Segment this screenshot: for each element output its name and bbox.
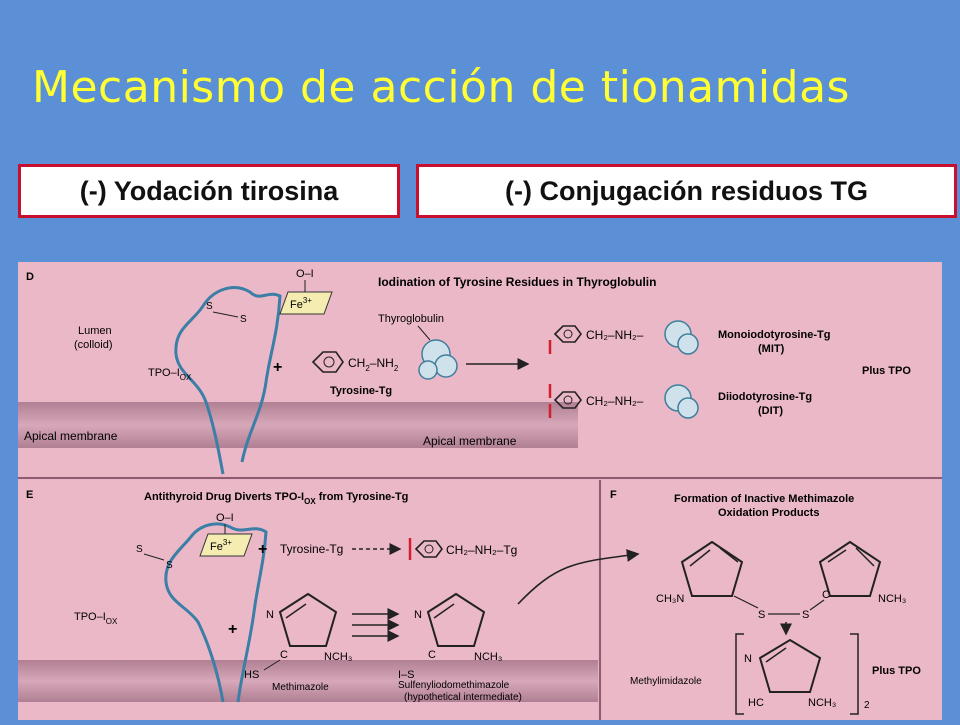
thyroglobulin-label: Thyroglobulin — [378, 313, 444, 325]
disulfide-s2-e: S — [166, 560, 173, 571]
colloid-label: (colloid) — [74, 339, 113, 351]
panel-f-letter: F — [610, 489, 617, 501]
dimer-nch3: NCH₃ — [878, 593, 906, 605]
panel-d-letter: D — [26, 271, 34, 283]
sulfenyl-n: N — [414, 609, 422, 621]
dimer-ch3n: CH₃N — [656, 593, 684, 605]
disulfide-s2-d: S — [240, 314, 247, 325]
mit-ring — [553, 325, 582, 343]
tpo-label-d: TPO–IOX — [148, 367, 192, 382]
oi-label-e: O–I — [216, 512, 234, 524]
tyrosine-ring-e — [414, 540, 443, 558]
mit-formula: CH₂–NH₂– — [586, 328, 644, 342]
dimer-ring-left — [680, 540, 744, 597]
tyrosine-formula-d: CH2–NH2 — [348, 356, 399, 373]
panel-d-heading: Iodination of Tyrosine Residues in Thyro… — [378, 275, 656, 289]
apical-membrane-e — [18, 660, 598, 702]
apical-membrane-label-center: Apical membrane — [423, 434, 517, 448]
tyrosine-formula-e: CH₂–NH₂–Tg — [446, 543, 517, 557]
dimer-ring-right — [818, 540, 882, 597]
tyrosine-tg-label-e: Tyrosine-Tg — [280, 542, 343, 556]
sulfenyl-name: Sulfenyliodomethimazole — [398, 680, 510, 691]
dimer-s-left: S — [758, 609, 765, 621]
curved-arrow-to-f — [517, 549, 640, 605]
inhibit-iodination-label: (-) Yodación tirosina — [79, 175, 339, 206]
methimazole-label: Methimazole — [272, 682, 329, 693]
oi-label-d: O–I — [296, 268, 314, 280]
sulfenyl-ring — [426, 592, 486, 647]
panel-f-heading-2: Oxidation Products — [718, 507, 819, 519]
mit-name: Monoiodotyrosine-Tg — [718, 329, 830, 341]
dit-formula: CH₂–NH₂– — [586, 394, 644, 408]
panel-e-heading: Antithyroid Drug Diverts TPO-IOX from Ty… — [144, 491, 408, 506]
tyrosine-tg-label-d: Tyrosine-Tg — [330, 385, 392, 397]
inhibit-coupling-label: (-) Conjugación residuos TG — [505, 175, 868, 206]
disulfide-s1-e: S — [136, 544, 143, 555]
sulfenyl-c: C — [428, 649, 436, 661]
fe-label-d: Fe3+ — [290, 296, 312, 311]
methylimidazole-n: N — [744, 653, 752, 665]
apical-membrane-label-left: Apical membrane — [24, 429, 118, 443]
sulfenyl-note: (hypothetical intermediate) — [404, 692, 522, 703]
plus-e-2: + — [228, 621, 237, 638]
slide-title: Mecanismo de acción de tionamidas — [32, 62, 850, 113]
mit-abbr: (MIT) — [758, 343, 785, 355]
mechanism-diagram: D Iodination of Tyrosine Residues in Thy… — [18, 262, 942, 720]
methylimidazole-label: Methylimidazole — [630, 676, 702, 687]
dimer-subscript-2: 2 — [864, 700, 870, 711]
mechanism-figure: D Iodination of Tyrosine Residues in Thy… — [18, 262, 942, 720]
plus-e-1: + — [258, 541, 267, 558]
dit-name: Diiodotyrosine-Tg — [718, 391, 812, 403]
methimazole-n: N — [266, 609, 274, 621]
methylimidazole-ring — [758, 638, 822, 693]
bracket-left — [735, 633, 744, 715]
tpo-label-e: TPO–IOX — [74, 611, 118, 626]
dit-blob — [664, 384, 699, 419]
fe-box-d — [279, 291, 333, 315]
methimazole-nch3: NCH₃ — [324, 651, 352, 663]
methimazole-c: C — [280, 649, 288, 661]
dit-ring — [553, 391, 582, 409]
plus-tpo-d: Plus TPO — [862, 365, 911, 377]
mit-blob — [664, 320, 699, 355]
plus-d: + — [273, 359, 282, 376]
tyrosine-ring-d — [311, 351, 344, 373]
plus-tpo-f: Plus TPO — [872, 665, 921, 677]
methylimidazole-nch3: NCH₃ — [808, 697, 836, 709]
fe-box-e — [199, 533, 253, 557]
methimazole-hs: HS — [244, 669, 259, 681]
disulfide-s1-d: S — [206, 301, 213, 312]
panel-e-letter: E — [26, 489, 33, 501]
fe-label-e: Fe3+ — [210, 538, 232, 553]
dimer-s-right: S — [802, 609, 809, 621]
sulfenyl-is: I–S — [398, 669, 415, 681]
tpo-strand-d — [174, 286, 282, 475]
dit-abbr: (DIT) — [758, 405, 783, 417]
bracket-right — [850, 633, 859, 715]
inhibit-iodination-box: (-) Yodación tirosina — [18, 164, 400, 218]
panel-f-heading-1: Formation of Inactive Methimazole — [674, 493, 854, 505]
tpo-strand-e — [164, 522, 268, 703]
lumen-label: Lumen — [78, 325, 112, 337]
dimer-c: C — [822, 589, 830, 601]
thyroglobulin-blob-d — [418, 339, 458, 380]
methylimidazole-hc: HC — [748, 697, 764, 709]
inhibit-coupling-box: (-) Conjugación residuos TG — [416, 164, 957, 218]
methimazole-ring — [278, 592, 338, 647]
apical-membrane-d — [18, 402, 578, 448]
sulfenyl-nch3: NCH₃ — [474, 651, 502, 663]
panel-f-bg — [602, 480, 942, 720]
